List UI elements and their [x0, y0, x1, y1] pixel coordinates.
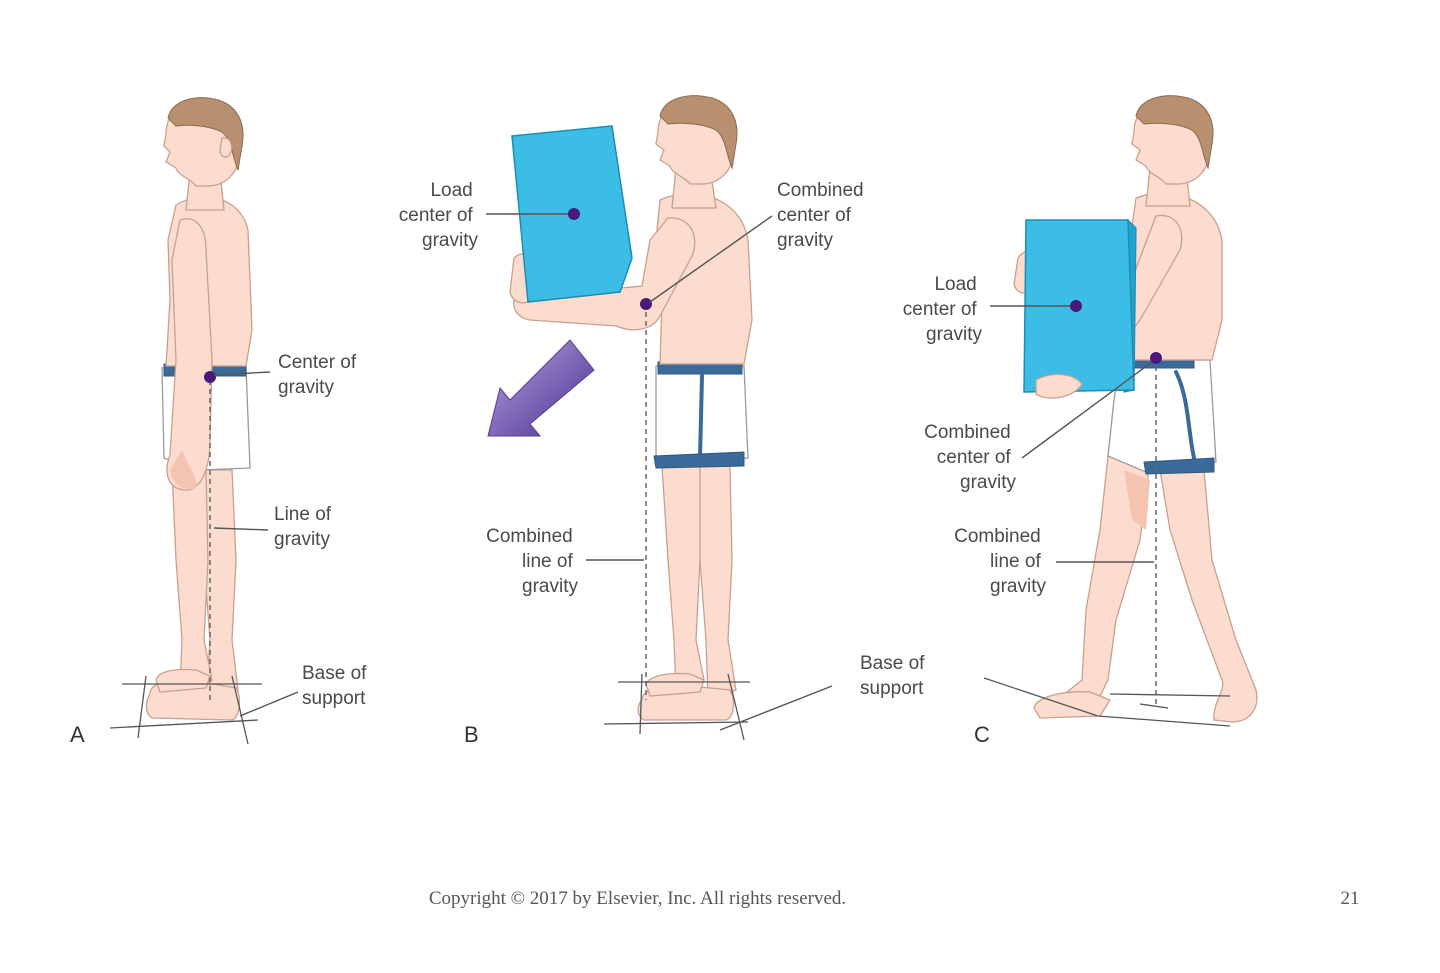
load-center-of-gravity-dot-b: [568, 208, 580, 220]
panel-letter-c: C: [974, 722, 990, 747]
panel-a: Center of gravity Line of gravity Base o…: [70, 97, 372, 747]
label-center-of-gravity-a: Center of gravity: [278, 352, 361, 398]
label-line-of-gravity-a: Line of gravity: [274, 504, 336, 550]
page-number: 21: [1340, 888, 1360, 909]
base-of-support-outline-a: [109, 675, 262, 745]
hair: [1135, 95, 1214, 170]
label-load-center-of-gravity-b: Load center of gravity: [399, 180, 479, 251]
base-of-support-outline-c: [983, 677, 1231, 727]
label-combined-line-of-gravity-b: Combined line of gravity: [486, 526, 578, 597]
base-of-support-outline-b: [603, 673, 750, 741]
panel-letter-a: A: [70, 722, 85, 747]
combined-center-of-gravity-dot-c: [1150, 352, 1162, 364]
label-combined-center-of-gravity-b: Combined center of gravity: [777, 180, 869, 251]
center-of-gravity-dot-a: [204, 371, 216, 383]
combined-center-of-gravity-dot-b: [640, 298, 652, 310]
panel-b: Load center of gravity Combined center o…: [399, 95, 930, 747]
hair: [167, 97, 244, 172]
label-combined-line-of-gravity-c: Combined line of gravity: [954, 526, 1046, 597]
load-center-of-gravity-dot-c: [1070, 300, 1082, 312]
label-load-center-of-gravity-c: Load center of gravity: [903, 274, 983, 345]
lean-direction-arrow: [487, 339, 595, 437]
figure-a-standing: [145, 97, 253, 721]
label-combined-center-of-gravity-c: Combined center of gravity: [924, 422, 1016, 493]
panel-c: Load center of gravity Combined center o…: [903, 95, 1258, 747]
label-base-of-support-a: Base of support: [302, 663, 372, 709]
label-base-of-support-b: Base of support: [860, 653, 930, 699]
hair: [659, 95, 738, 170]
panel-letter-b: B: [464, 722, 479, 747]
figure-c-carrying-load: [1013, 95, 1258, 723]
copyright-notice: Copyright © 2017 by Elsevier, Inc. All r…: [428, 888, 847, 909]
